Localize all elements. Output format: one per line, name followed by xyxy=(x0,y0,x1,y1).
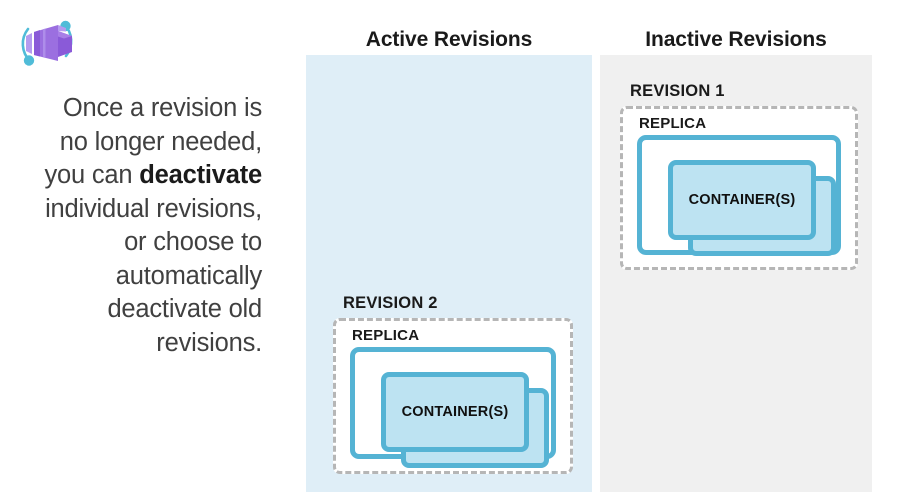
active-revisions-header: Active Revisions xyxy=(365,28,533,51)
caption-line-1: Once a revision is xyxy=(62,94,262,122)
caption-text: Once a revision is no longer needed, you… xyxy=(6,92,262,360)
revision-1-container-label: CONTAINER(S) xyxy=(688,192,796,208)
revision-2-replica-label: REPLICA xyxy=(352,327,420,344)
caption-keyword-deactivate: deactivate xyxy=(139,161,262,189)
revision-group-2[interactable]: REVISION 2 REPLICA CONTAINER(S) xyxy=(333,294,573,474)
caption-line-6: automatically xyxy=(115,261,262,290)
caption-line-2: no longer needed, xyxy=(59,127,262,156)
caption-line-4: individual revisions, xyxy=(45,194,262,223)
revision-1-replica-box: CONTAINER(S) xyxy=(637,135,841,256)
revision-2-boundary: REPLICA CONTAINER(S) xyxy=(333,318,573,474)
azure-container-apps-icon xyxy=(14,14,80,72)
revision-2-container-card-front: CONTAINER(S) xyxy=(381,372,529,452)
caption-line-5: or choose to xyxy=(124,228,262,256)
caption-line-8: revisions. xyxy=(156,328,262,357)
revision-2-label: REVISION 2 xyxy=(343,294,438,312)
revision-1-replica-label: REPLICA xyxy=(639,115,707,132)
revision-1-label: REVISION 1 xyxy=(630,82,725,100)
inactive-revisions-header: Inactive Revisions xyxy=(645,28,827,51)
caption-line-3-prefix: you can xyxy=(44,161,140,189)
revision-2-replica-box: CONTAINER(S) xyxy=(350,347,556,468)
revision-1-boundary: REPLICA CONTAINER(S) xyxy=(620,106,858,270)
revision-group-1[interactable]: REVISION 1 REPLICA CONTAINER(S) xyxy=(620,82,858,270)
left-column: Once a revision is no longer needed, you… xyxy=(0,0,290,501)
revision-1-container-card-front: CONTAINER(S) xyxy=(668,160,816,240)
caption-line-7: deactivate old xyxy=(107,295,262,323)
revision-2-container-label: CONTAINER(S) xyxy=(401,404,509,420)
